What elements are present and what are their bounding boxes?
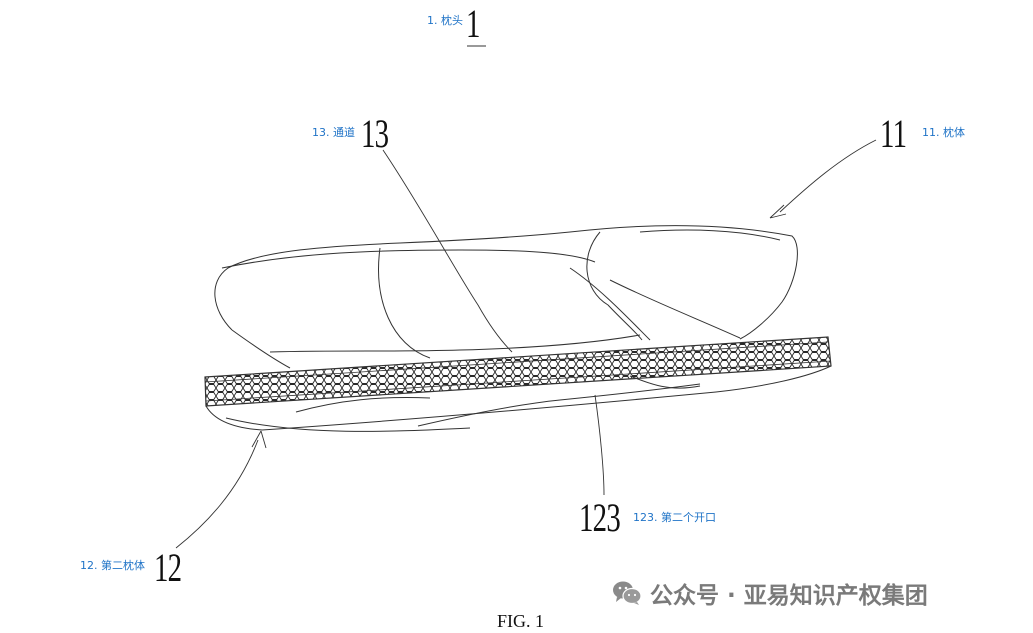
leader-13 — [382, 149, 513, 353]
ref-number-1: 1 — [466, 1, 480, 46]
ref-number-12: 12 — [154, 545, 182, 590]
perforated-band — [204, 336, 832, 407]
leader-11 — [779, 139, 877, 213]
leader-12 — [175, 439, 259, 549]
figure-caption: FIG. 1 — [497, 611, 545, 631]
arrowhead-12 — [251, 430, 267, 449]
leader-lines — [175, 139, 877, 549]
annotation-11: 11. 枕体 — [922, 126, 965, 139]
annotation-12: 12. 第二枕体 — [80, 559, 145, 572]
ref-number-1-underline — [467, 45, 486, 47]
ref-number-13: 13 — [361, 111, 389, 156]
watermark-text: 公众号 · 亚易知识产权集团 — [650, 583, 928, 609]
arrowhead-11 — [769, 204, 787, 219]
leader-123 — [594, 394, 605, 496]
annotation-123: 123. 第二个开口 — [633, 511, 716, 524]
ref-number-123: 123 — [579, 495, 621, 540]
annotation-13: 13. 通道 — [312, 126, 355, 139]
wechat-icon — [613, 581, 642, 605]
ref-number-11: 11 — [880, 111, 907, 156]
watermark: 公众号 · 亚易知识产权集团 — [612, 578, 928, 609]
annotation-1: 1. 枕头 — [427, 14, 463, 27]
pillow-body — [214, 225, 798, 369]
